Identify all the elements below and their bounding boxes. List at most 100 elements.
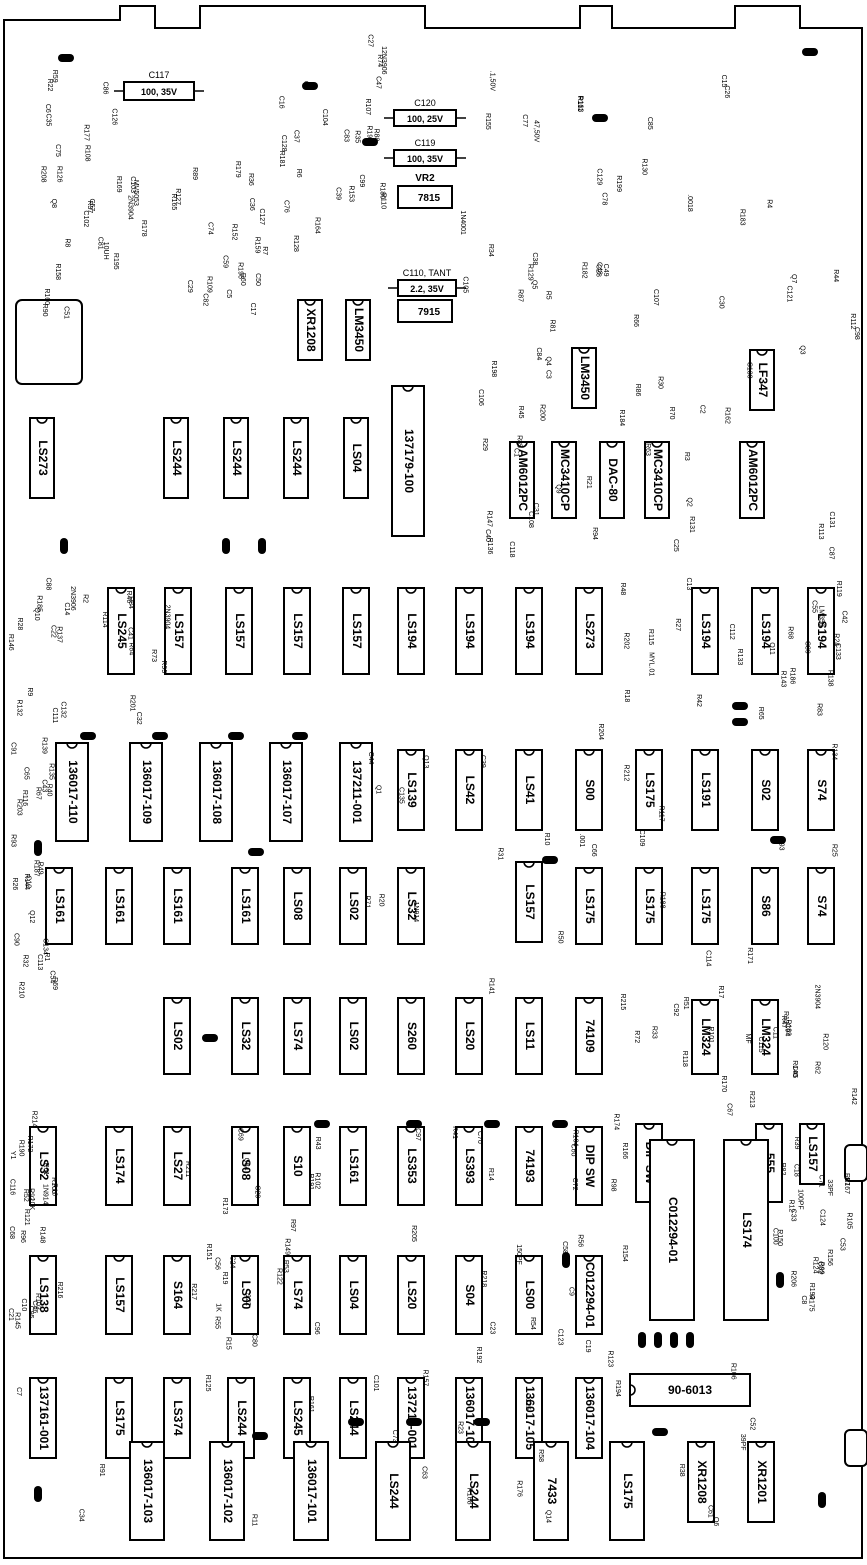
component-ref-label: Q6 (712, 1517, 719, 1526)
board-outline (3, 5, 863, 1559)
component-ref-label: R191 (307, 1173, 314, 1190)
component-ref-label: C98 (853, 327, 860, 340)
ic-chip: DIP SW (575, 1126, 603, 1206)
component-ref-label: R164 (313, 217, 320, 234)
pin1-notch (815, 867, 827, 874)
component-ref-label: C72 (571, 1178, 578, 1191)
component-ref-label: R45 (517, 406, 524, 419)
component-ref-label: R142 (850, 1088, 857, 1105)
component-ref-label: R58 (537, 1449, 544, 1462)
component-ref-label: C23 (488, 1321, 495, 1334)
jumper-pad (228, 732, 244, 740)
pin1-notch (523, 1377, 535, 1384)
pin1-notch (643, 867, 655, 874)
ic-part-number: LS175 (643, 888, 657, 924)
component-ref-label: R150 (776, 1229, 783, 1246)
ic-chip: LS27 (163, 1126, 191, 1206)
jumper-pad (652, 1428, 668, 1436)
component-ref-label: R57 (843, 1173, 850, 1186)
pin1-notch (172, 587, 184, 594)
component-ref-label: R103 (34, 1293, 41, 1310)
ic-chip: LS74 (283, 1255, 311, 1335)
component-ref-label: R179 (234, 161, 241, 178)
component-ref-label: C69 (236, 1128, 243, 1141)
jumper-pad (406, 1120, 422, 1128)
pin1-notch (523, 587, 535, 594)
ic-part-number: LS74 (291, 1281, 305, 1310)
component-ref-label: R138 (826, 670, 833, 687)
ic-part-number: LS32 (405, 892, 419, 921)
component-ref-label: C33 (789, 1209, 796, 1222)
pin1-notch (347, 1377, 359, 1384)
ic-chip: S74 (807, 867, 835, 945)
pin1-notch (405, 749, 417, 756)
component-ref-label: R107 (364, 98, 371, 115)
component-ref-label: C109 (638, 830, 645, 847)
jumper-pad (80, 732, 96, 740)
component-ref-label: R42 (695, 694, 702, 707)
pin1-notch (463, 1377, 475, 1384)
component-ref-label: 100PF (796, 1189, 803, 1210)
component-ref-label: C96 (313, 1322, 320, 1335)
component-ref-label: R204 (597, 723, 604, 740)
ic-part-number: LS175 (583, 888, 597, 924)
ic-chip: LS157 (225, 587, 253, 675)
component-ref-label: R157 (421, 1370, 428, 1387)
ic-part-number: LS194 (463, 613, 477, 649)
component-ref-label: R113 (817, 523, 824, 539)
component-ref-label: C111 (51, 708, 58, 724)
component-ref-label: R218 (480, 1270, 487, 1287)
ic-part-number: C012294-01 (583, 1262, 597, 1328)
component-ref-label: R97 (289, 1219, 296, 1232)
component-ref-label: R5 (544, 291, 551, 300)
component-ref-label: R63 (644, 443, 651, 456)
ic-part-number: LS04 (347, 1281, 361, 1310)
ic-chip: LS04 (343, 417, 369, 499)
component-ref-label: C39 (334, 187, 341, 200)
ic-part-number: LS244 (235, 1400, 249, 1436)
ic-part-number: LS175 (621, 1473, 635, 1509)
ic-part-number: LS244 (170, 440, 184, 476)
component-ref-label: R44 (832, 269, 839, 282)
ic-part-number: LS161 (239, 888, 253, 924)
ic-chip: LS194 (397, 587, 425, 675)
component-ref-label: Q7 (790, 274, 797, 283)
ic-part-number: 74193 (523, 1149, 537, 1183)
ic-chip: S164 (163, 1255, 191, 1335)
ic-chip: 90-6013 (629, 1373, 751, 1407)
component-ref-label: C57 (88, 198, 95, 211)
pin1-notch (304, 299, 316, 306)
ic-chip: LS245 (107, 587, 135, 675)
ic-part-number: LS194 (759, 613, 773, 649)
ic-chip: XR1208 (297, 299, 323, 361)
ic-part-number: LS161 (53, 888, 67, 924)
ic-chip: LS02 (339, 997, 367, 1075)
ic-part-number: S02 (759, 779, 773, 801)
pin1-notch (171, 997, 183, 1004)
jumper-pad (362, 138, 378, 146)
component-ref-label: C17 (249, 303, 256, 316)
pin1-notch (523, 1255, 535, 1262)
component-ref-label: R17 (717, 985, 724, 998)
ic-chip: LS157 (342, 587, 370, 675)
component-ref-label: C133 (834, 643, 841, 660)
component-ref-label: R174 (613, 1113, 620, 1130)
ic-part-number: 137211-001 (350, 760, 364, 824)
ic-chip: S86 (751, 867, 779, 945)
ic-chip: LS157 (515, 861, 543, 943)
component-ref-label: R203 (15, 799, 22, 816)
component-ref-label: C130 (745, 362, 752, 379)
ic-chip: XR1201 (747, 1441, 775, 1523)
component-ref-label: R1 (43, 952, 50, 961)
pin1-notch (170, 417, 182, 424)
pin1-notch (463, 587, 475, 594)
component-ref-label: Q2 (685, 497, 692, 506)
component-ref-label: R215 (619, 994, 626, 1011)
pin1-notch (387, 1441, 399, 1448)
component-ref-label: R46 (125, 590, 132, 603)
component-ref-label: R171 (746, 947, 753, 964)
pin1-notch (402, 385, 414, 392)
component-ref-label: R111 (576, 96, 583, 112)
ic-part-number: 136017-104 (583, 1386, 597, 1450)
ic-chip: LS174 (105, 1126, 133, 1206)
